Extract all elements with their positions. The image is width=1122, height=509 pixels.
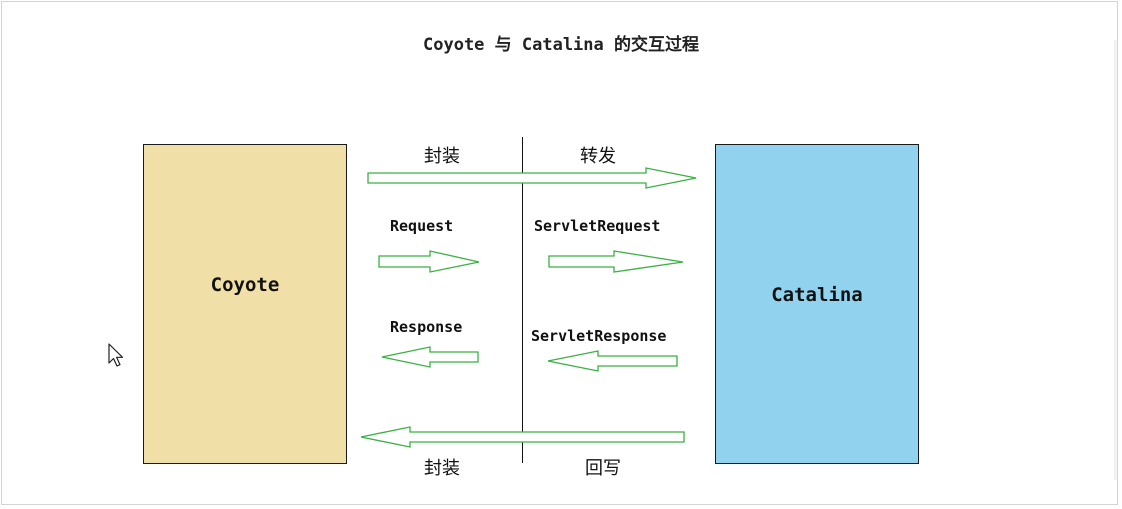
response-label: Response — [390, 318, 463, 336]
servlet-response-arrow — [547, 350, 678, 372]
diagram-title: Coyote 与 Catalina 的交互过程 — [423, 35, 699, 55]
scroll-edge — [1114, 40, 1117, 480]
forward-label: 转发 — [580, 146, 616, 167]
forward-long-arrow — [367, 167, 697, 189]
writeback-long-arrow — [360, 426, 685, 448]
encapsulate-bottom-label: 封装 — [424, 458, 460, 479]
servlet-request-arrow — [548, 250, 684, 273]
encapsulate-top-label: 封装 — [424, 146, 460, 167]
catalina-box: Catalina — [715, 144, 919, 464]
request-label: Request — [390, 217, 454, 235]
response-arrow — [381, 346, 479, 368]
catalina-label: Catalina — [771, 284, 863, 306]
coyote-box: Coyote — [143, 144, 347, 464]
center-divider — [522, 137, 523, 463]
coyote-label: Coyote — [210, 274, 280, 296]
request-arrow — [378, 250, 480, 273]
servlet-response-label: ServletResponse — [531, 327, 667, 345]
mouse-cursor-icon — [108, 343, 124, 367]
writeback-label: 回写 — [585, 458, 621, 479]
servlet-request-label: ServletRequest — [534, 217, 661, 235]
